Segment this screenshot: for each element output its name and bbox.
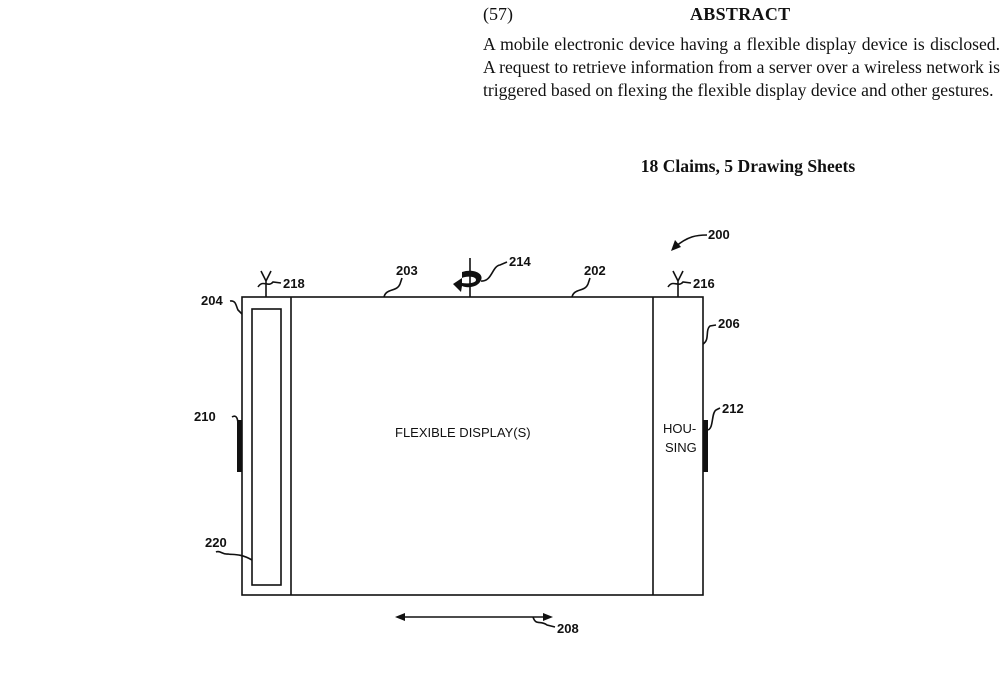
ref-210: 210 [194, 409, 216, 424]
abstract-heading: ABSTRACT [690, 4, 791, 24]
housing-label-2: SING [665, 440, 697, 455]
display-label: FLEXIBLE DISPLAY(S) [395, 425, 531, 440]
ref-202: 202 [584, 263, 606, 278]
housing-label-1: HOU- [663, 421, 696, 436]
ref-204: 204 [201, 293, 223, 308]
rotation-arrow-214-icon [453, 270, 482, 292]
ref-220: 220 [205, 535, 227, 550]
button-212 [703, 420, 708, 472]
ref-214: 214 [509, 254, 531, 269]
side-display-220 [251, 308, 282, 586]
arrowhead-left [395, 613, 405, 621]
arrowhead-right [543, 613, 553, 621]
ref-218: 218 [283, 276, 305, 291]
device-outline [241, 296, 704, 596]
ref-200: 200 [708, 227, 730, 242]
button-210 [237, 420, 242, 472]
ref-216: 216 [693, 276, 715, 291]
ref-212: 212 [722, 401, 744, 416]
ref-203: 203 [396, 263, 418, 278]
arrowhead-200 [671, 240, 681, 251]
ref-206: 206 [718, 316, 740, 331]
section-number: (57) [483, 4, 513, 24]
claims-summary: 18 Claims, 5 Drawing Sheets [640, 156, 856, 176]
ref-208: 208 [557, 621, 579, 636]
abstract-text: A mobile electronic device having a flex… [483, 34, 1000, 100]
